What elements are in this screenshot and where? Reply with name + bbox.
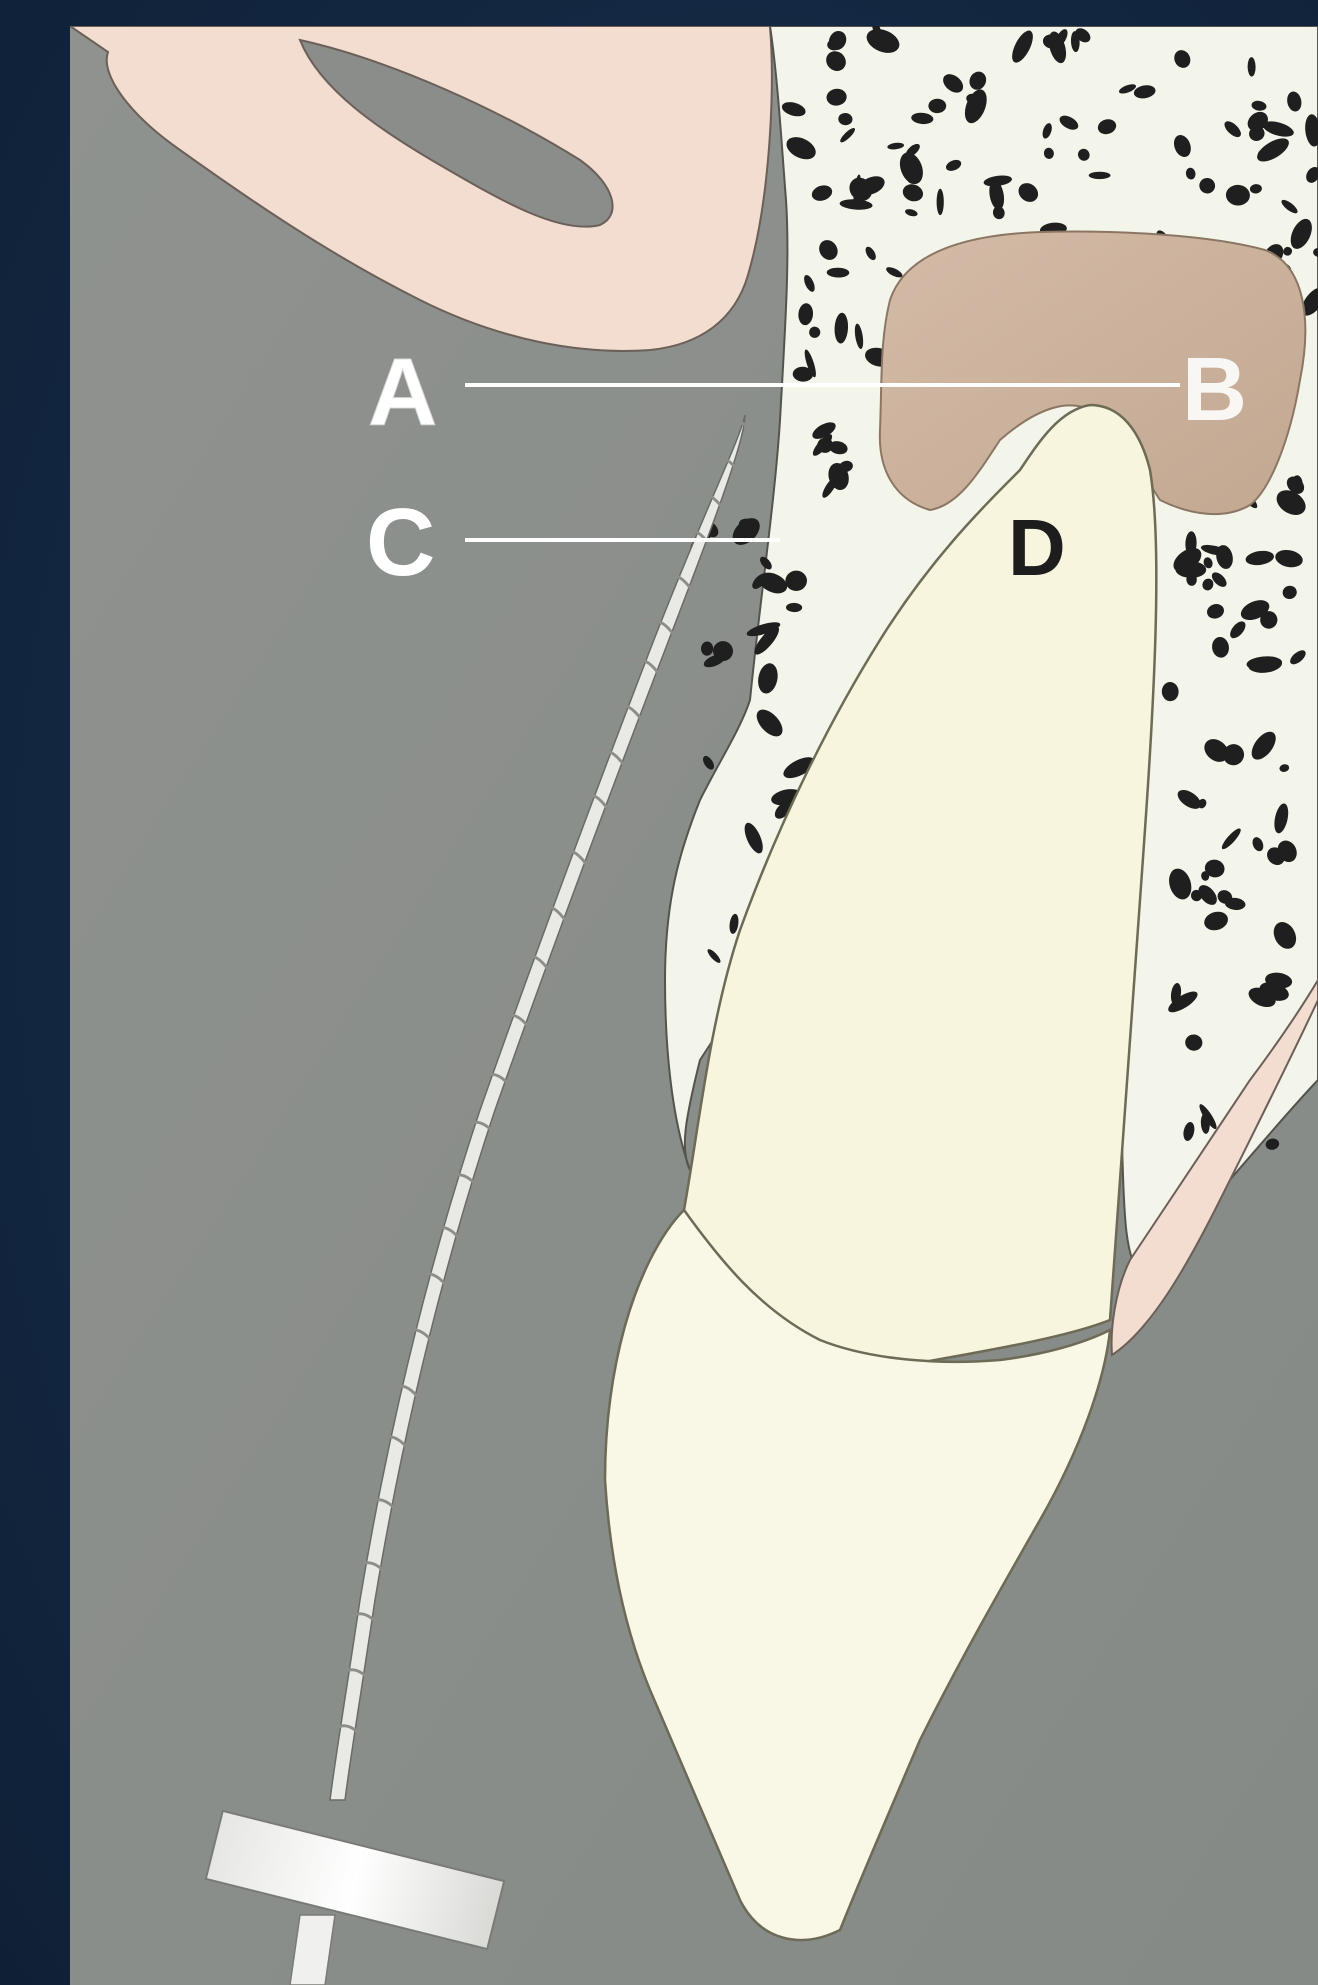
bone-spot [1089, 172, 1111, 179]
bone-spot [937, 189, 944, 215]
label-b: B [1182, 340, 1247, 440]
label-c: C [366, 489, 435, 596]
label-d: D [1008, 503, 1066, 592]
label-a: A [368, 339, 437, 446]
